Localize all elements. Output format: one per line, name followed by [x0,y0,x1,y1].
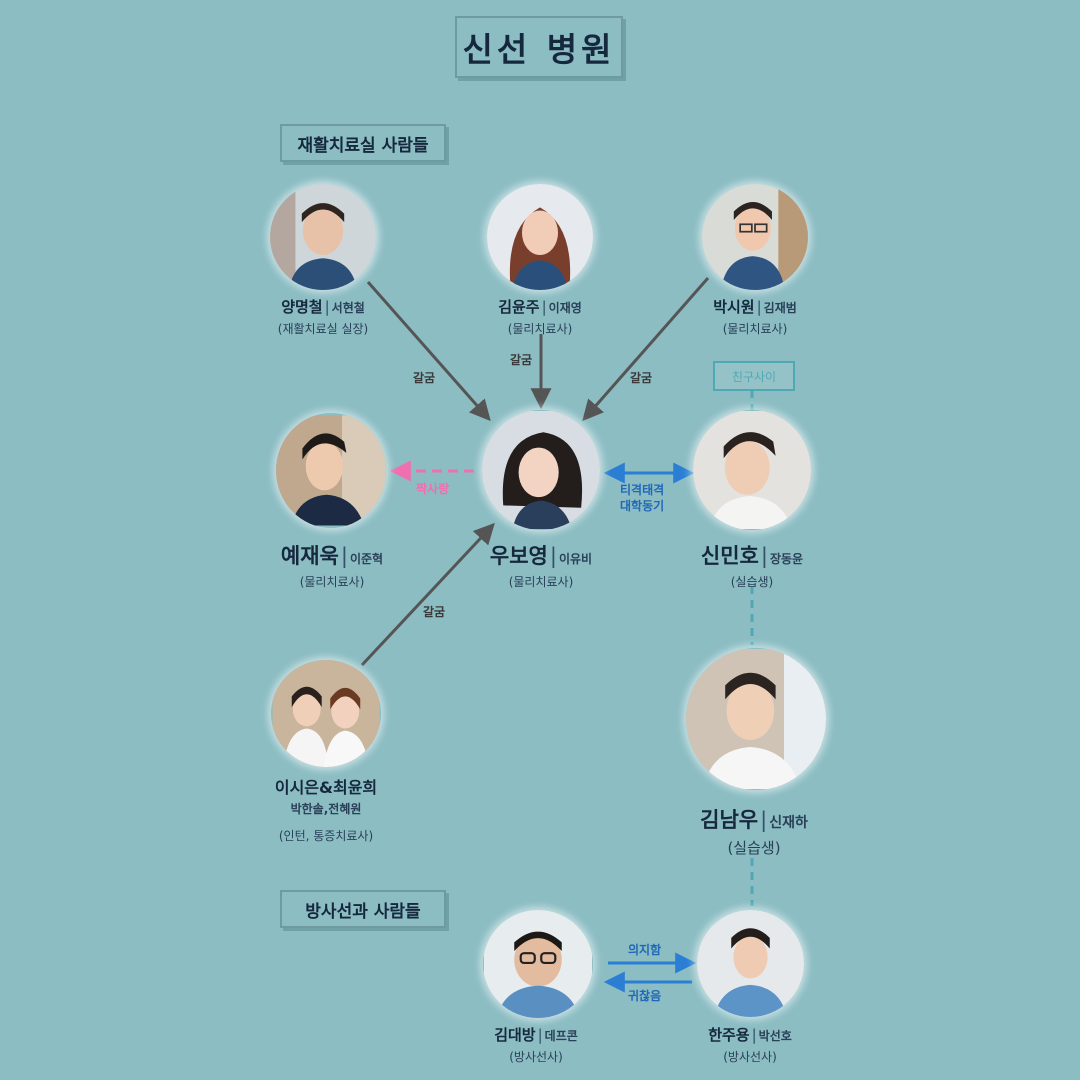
label-han: 한주용|박선호 (방사선사) [660,1024,840,1065]
portrait-icon [693,411,811,529]
avatar-kimnw [686,648,826,790]
tag-conflict-kimyj: 갈굼 [510,353,533,367]
avatar-ye [276,413,386,528]
label-lee: 이시은&최윤희 박한솔,전혜원 (인턴, 통증치료사) [236,774,416,844]
avatar-yang [270,184,376,290]
role-ye: (물리치료사) [299,575,365,589]
avatar-woo [482,410,600,530]
portrait-icon [272,660,380,767]
portrait-icon [482,411,600,529]
actor-kimdb: 데프콘 [544,1029,578,1043]
name-yang: 양명철 [281,298,323,316]
name-kimyj: 김윤주 [498,298,540,316]
portrait-icon [270,184,376,290]
avatar-kimdb [483,910,593,1018]
tag-friends: 친구사이 [713,361,795,391]
name-lee: 이시은&최윤희 [274,778,378,797]
tag-rival-line2: 대학동기 [620,499,665,513]
role-han: (방사선사) [723,1050,777,1064]
name-kimdb: 김대방 [494,1026,536,1044]
label-yang: 양명철|서현철 (재활치료실 실장) [233,296,413,337]
actor-kimnw: 신재하 [769,815,808,831]
tag-conflict-yang: 갈굼 [413,371,436,385]
arrow-park-to-woo [582,277,710,422]
label-woo: 우보영|이유비 (물리치료사) [451,540,631,590]
tag-rival-classmate: 티격태격 대학동기 [620,482,664,514]
name-shin: 신민호 [700,544,759,568]
label-kimyj: 김윤주|이재영 (물리치료사) [450,296,630,337]
tag-annoyed: 귀찮음 [628,989,662,1003]
avatar-park [702,184,808,290]
role-park: (물리치료사) [722,322,788,336]
tag-rival-line1: 티격태격 [620,483,665,497]
role-woo: (물리치료사) [508,575,574,589]
label-park: 박시원|김재범 (물리치료사) [665,296,845,337]
role-kimyj: (물리치료사) [507,322,573,336]
label-ye: 예재욱|이준혁 (물리치료사) [242,540,422,590]
portrait-icon [686,649,826,789]
name-han: 한주용 [708,1026,750,1044]
tag-conflict-lee: 갈굼 [423,605,446,619]
label-kimnw: 김남우|신재하 (실습생) [664,804,844,858]
tag-conflict-park: 갈굼 [630,371,653,385]
actor-kimyj: 이재영 [548,301,582,315]
portrait-icon [487,184,593,290]
avatar-shin [693,410,811,530]
role-shin: (실습생) [730,575,774,589]
actor-park: 김재범 [763,301,797,315]
portrait-icon [276,415,386,526]
role-kimdb: (방사선사) [509,1050,563,1064]
page-title: 신선 병원 [462,30,616,69]
arrow-yang-to-woo [366,281,491,422]
avatar-kimyj [487,184,593,290]
tag-crush: 짝사랑 [416,482,450,496]
avatar-han [697,910,804,1017]
label-shin: 신민호|장동윤 (실습생) [662,540,842,590]
role-lee: (인턴, 통증치료사) [278,829,374,843]
tag-depend: 의지함 [628,943,662,957]
label-kimdb: 김대방|데프콘 (방사선사) [446,1024,626,1065]
role-kimnw: (실습생) [727,839,781,857]
actor-han: 박선호 [758,1029,792,1043]
portrait-icon [484,910,592,1018]
actor-shin: 장동윤 [769,552,804,566]
title-box: 신선 병원 [455,16,623,78]
avatar-lee [271,660,381,767]
arrow-lee-to-woo [360,522,495,667]
actor-yang: 서현철 [331,301,365,315]
actor-lee: 박한솔,전혜원 [290,802,362,816]
section-radiology: 방사선과 사람들 [280,890,446,928]
actor-woo: 이유비 [558,552,593,566]
portrait-icon [697,910,804,1017]
role-yang: (재활치료실 실장) [277,322,369,336]
name-park: 박시원 [713,298,755,316]
actor-ye: 이준혁 [349,552,384,566]
section-rehab: 재활치료실 사람들 [280,124,446,162]
name-woo: 우보영 [489,544,548,568]
portrait-icon [702,184,808,290]
name-kimnw: 김남우 [700,808,759,832]
name-ye: 예재욱 [280,544,339,568]
